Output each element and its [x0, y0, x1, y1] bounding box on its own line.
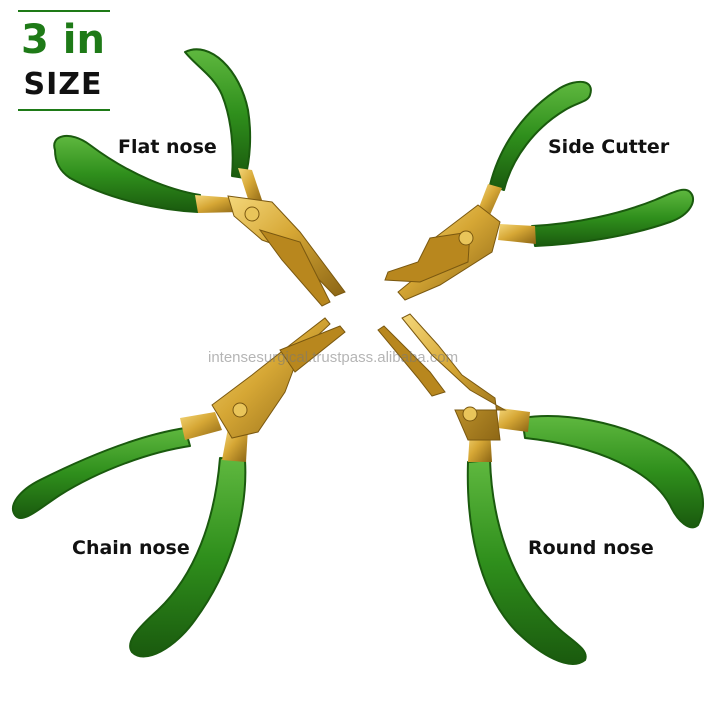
round-nose-pliers: [377, 313, 704, 665]
flat-nose-pliers: [53, 48, 346, 307]
badge-top-rule: [18, 10, 110, 12]
label-round-nose: Round nose: [528, 537, 654, 559]
size-value: 3 in: [21, 17, 105, 63]
label-side-cutter: Side Cutter: [548, 136, 670, 158]
badge-bottom-rule: [18, 109, 110, 111]
watermark: intensesurgical.trustpass.alibaba.com: [208, 349, 459, 366]
chain-nose-pliers: [12, 317, 346, 658]
label-chain-nose: Chain nose: [72, 537, 190, 559]
side-cutter-pliers: [384, 80, 695, 301]
label-flat-nose: Flat nose: [118, 136, 217, 158]
size-unit: SIZE: [23, 67, 103, 102]
size-badge: 3 in SIZE: [14, 8, 112, 112]
